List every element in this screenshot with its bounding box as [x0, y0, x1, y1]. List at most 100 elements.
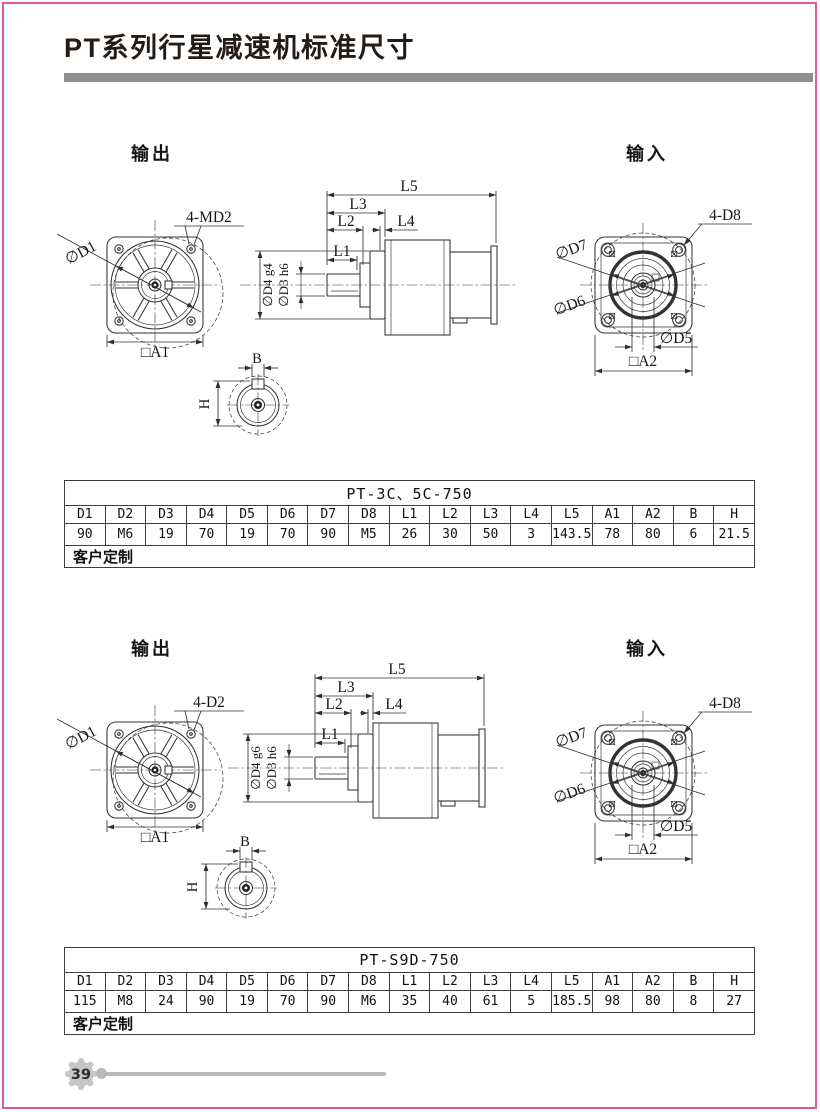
- footer-line: [102, 1071, 386, 1076]
- table-cell: D4: [185, 972, 228, 991]
- table-footer: 客户定制: [64, 1012, 755, 1035]
- table-cell: L1: [388, 505, 431, 524]
- page-number: 39: [71, 1067, 91, 1083]
- table-cell: D6: [266, 505, 309, 524]
- table-cell: B: [672, 505, 715, 524]
- dim-label-a2: □A2: [629, 841, 657, 858]
- dim-label-l4: L4: [397, 213, 414, 230]
- table-cell: 27: [713, 990, 755, 1013]
- table-cell: D6: [266, 972, 309, 991]
- table-cell: D7: [307, 972, 350, 991]
- table-cell: 50: [469, 523, 512, 546]
- table-cell: M6: [348, 990, 390, 1013]
- dim-label-l3: L3: [349, 196, 366, 213]
- dim-label-d7: ∅D7: [553, 724, 590, 751]
- dim-label-l2: L2: [325, 696, 342, 713]
- table-cell: L5: [550, 972, 593, 991]
- table-cell: D8: [348, 505, 390, 524]
- dim-label-d5: ∅D5: [660, 818, 693, 835]
- dim-label-d3: ∅D3 h6: [276, 263, 291, 307]
- input-flange-view: ∅D7 ∅D6 4-D8 ∅D5 □A2: [551, 207, 752, 376]
- input-flange-view: ∅D7 ∅D6 4-D8 ∅D5 □A2: [551, 695, 752, 864]
- output-flange-dimensions: [56, 710, 244, 832]
- table-cell: D5: [226, 972, 268, 991]
- input-label: 输入: [626, 639, 668, 659]
- dim-label-d6: ∅D6: [551, 780, 588, 807]
- table-cell: 80: [632, 523, 674, 546]
- table-title-row: PT-3C、5C-750: [64, 480, 755, 506]
- table-cell: 6: [672, 523, 715, 546]
- output-flange-view: ∅D1 4-D2 □A1: [56, 694, 244, 846]
- table-cell: L4: [510, 505, 552, 524]
- table-title-row: PT-S9D-750: [64, 947, 755, 973]
- dim-label-b: B: [240, 834, 250, 850]
- shaft-cross-section: [227, 374, 289, 436]
- table-cell: L5: [550, 505, 593, 524]
- table-footer: 客户定制: [64, 545, 755, 568]
- shaft-cross-section: [215, 857, 277, 919]
- page-number-gear: 39: [65, 1058, 97, 1090]
- table-cell: 8: [672, 990, 715, 1013]
- table-cell: D4: [185, 505, 228, 524]
- side-view: L5 L3 L2 L4 L1 ∅D4 g6 ∅D3 h6 B H: [185, 661, 503, 919]
- table-cell: L2: [429, 505, 471, 524]
- output-flange-view: ∅D1 4-MD2 □A1: [56, 209, 244, 361]
- dim-label-a2: □A2: [629, 353, 657, 370]
- table-cell: 115: [64, 990, 106, 1013]
- dim-label-a1: □A1: [141, 829, 169, 846]
- hole-callout-label: 4-MD2: [186, 209, 232, 226]
- table-custom-row: 客户定制: [64, 545, 755, 568]
- dim-label-l3: L3: [337, 679, 354, 696]
- table-cell: D8: [348, 972, 390, 991]
- input-flange-dimensions: [556, 711, 752, 864]
- table-cell: 70: [185, 523, 228, 546]
- dim-label-d7: ∅D7: [553, 236, 590, 263]
- table-cell: B: [672, 972, 715, 991]
- table-cell: 70: [266, 523, 309, 546]
- dim-label-d4: ∅D4 g4: [260, 263, 275, 307]
- dim-label-h: H: [197, 398, 213, 409]
- table-cell: H: [713, 972, 755, 991]
- table-cell: L3: [469, 505, 512, 524]
- table-cell: D5: [226, 505, 268, 524]
- hole-callout-label: 4-D8: [709, 695, 741, 712]
- dim-label-b: B: [252, 351, 262, 367]
- side-view: L5 L3 L2 L4 L1 ∅D4 g4 ∅D3 h6 B H: [197, 178, 515, 436]
- dim-label-l1: L1: [321, 726, 338, 743]
- table-cell: L3: [469, 972, 512, 991]
- hole-callout-label: 4-D8: [709, 207, 741, 224]
- side-view-body: [228, 722, 503, 819]
- table-cell: D2: [104, 505, 147, 524]
- hole-callout-label: 4-D2: [193, 694, 225, 711]
- table-cell: D7: [307, 505, 350, 524]
- table-cell: 24: [145, 990, 187, 1013]
- table-custom-row: 客户定制: [64, 1012, 755, 1035]
- dim-label-l4: L4: [385, 696, 402, 713]
- table-cell: 40: [429, 990, 471, 1013]
- shaft-section-dimensions: [213, 364, 278, 427]
- table-title: PT-3C、5C-750: [64, 480, 755, 506]
- table-cell: 143.5: [550, 523, 593, 546]
- table-cell: M5: [348, 523, 390, 546]
- table-cell: A2: [632, 505, 674, 524]
- dim-label-d1: ∅D1: [63, 238, 100, 268]
- table-cell: 19: [226, 523, 268, 546]
- dim-label-h: H: [185, 881, 201, 892]
- table-cell: M6: [104, 523, 147, 546]
- table-cell: 30: [429, 523, 471, 546]
- table-cell: 90: [307, 523, 350, 546]
- table-cell: 80: [632, 990, 674, 1013]
- table-cell: M8: [104, 990, 147, 1013]
- dim-label-l1: L1: [333, 243, 350, 260]
- dim-label-d3: ∅D3 h6: [264, 746, 279, 790]
- table-cell: A1: [591, 972, 634, 991]
- gear-icon: [65, 1058, 97, 1090]
- table-cell: 90: [307, 990, 350, 1013]
